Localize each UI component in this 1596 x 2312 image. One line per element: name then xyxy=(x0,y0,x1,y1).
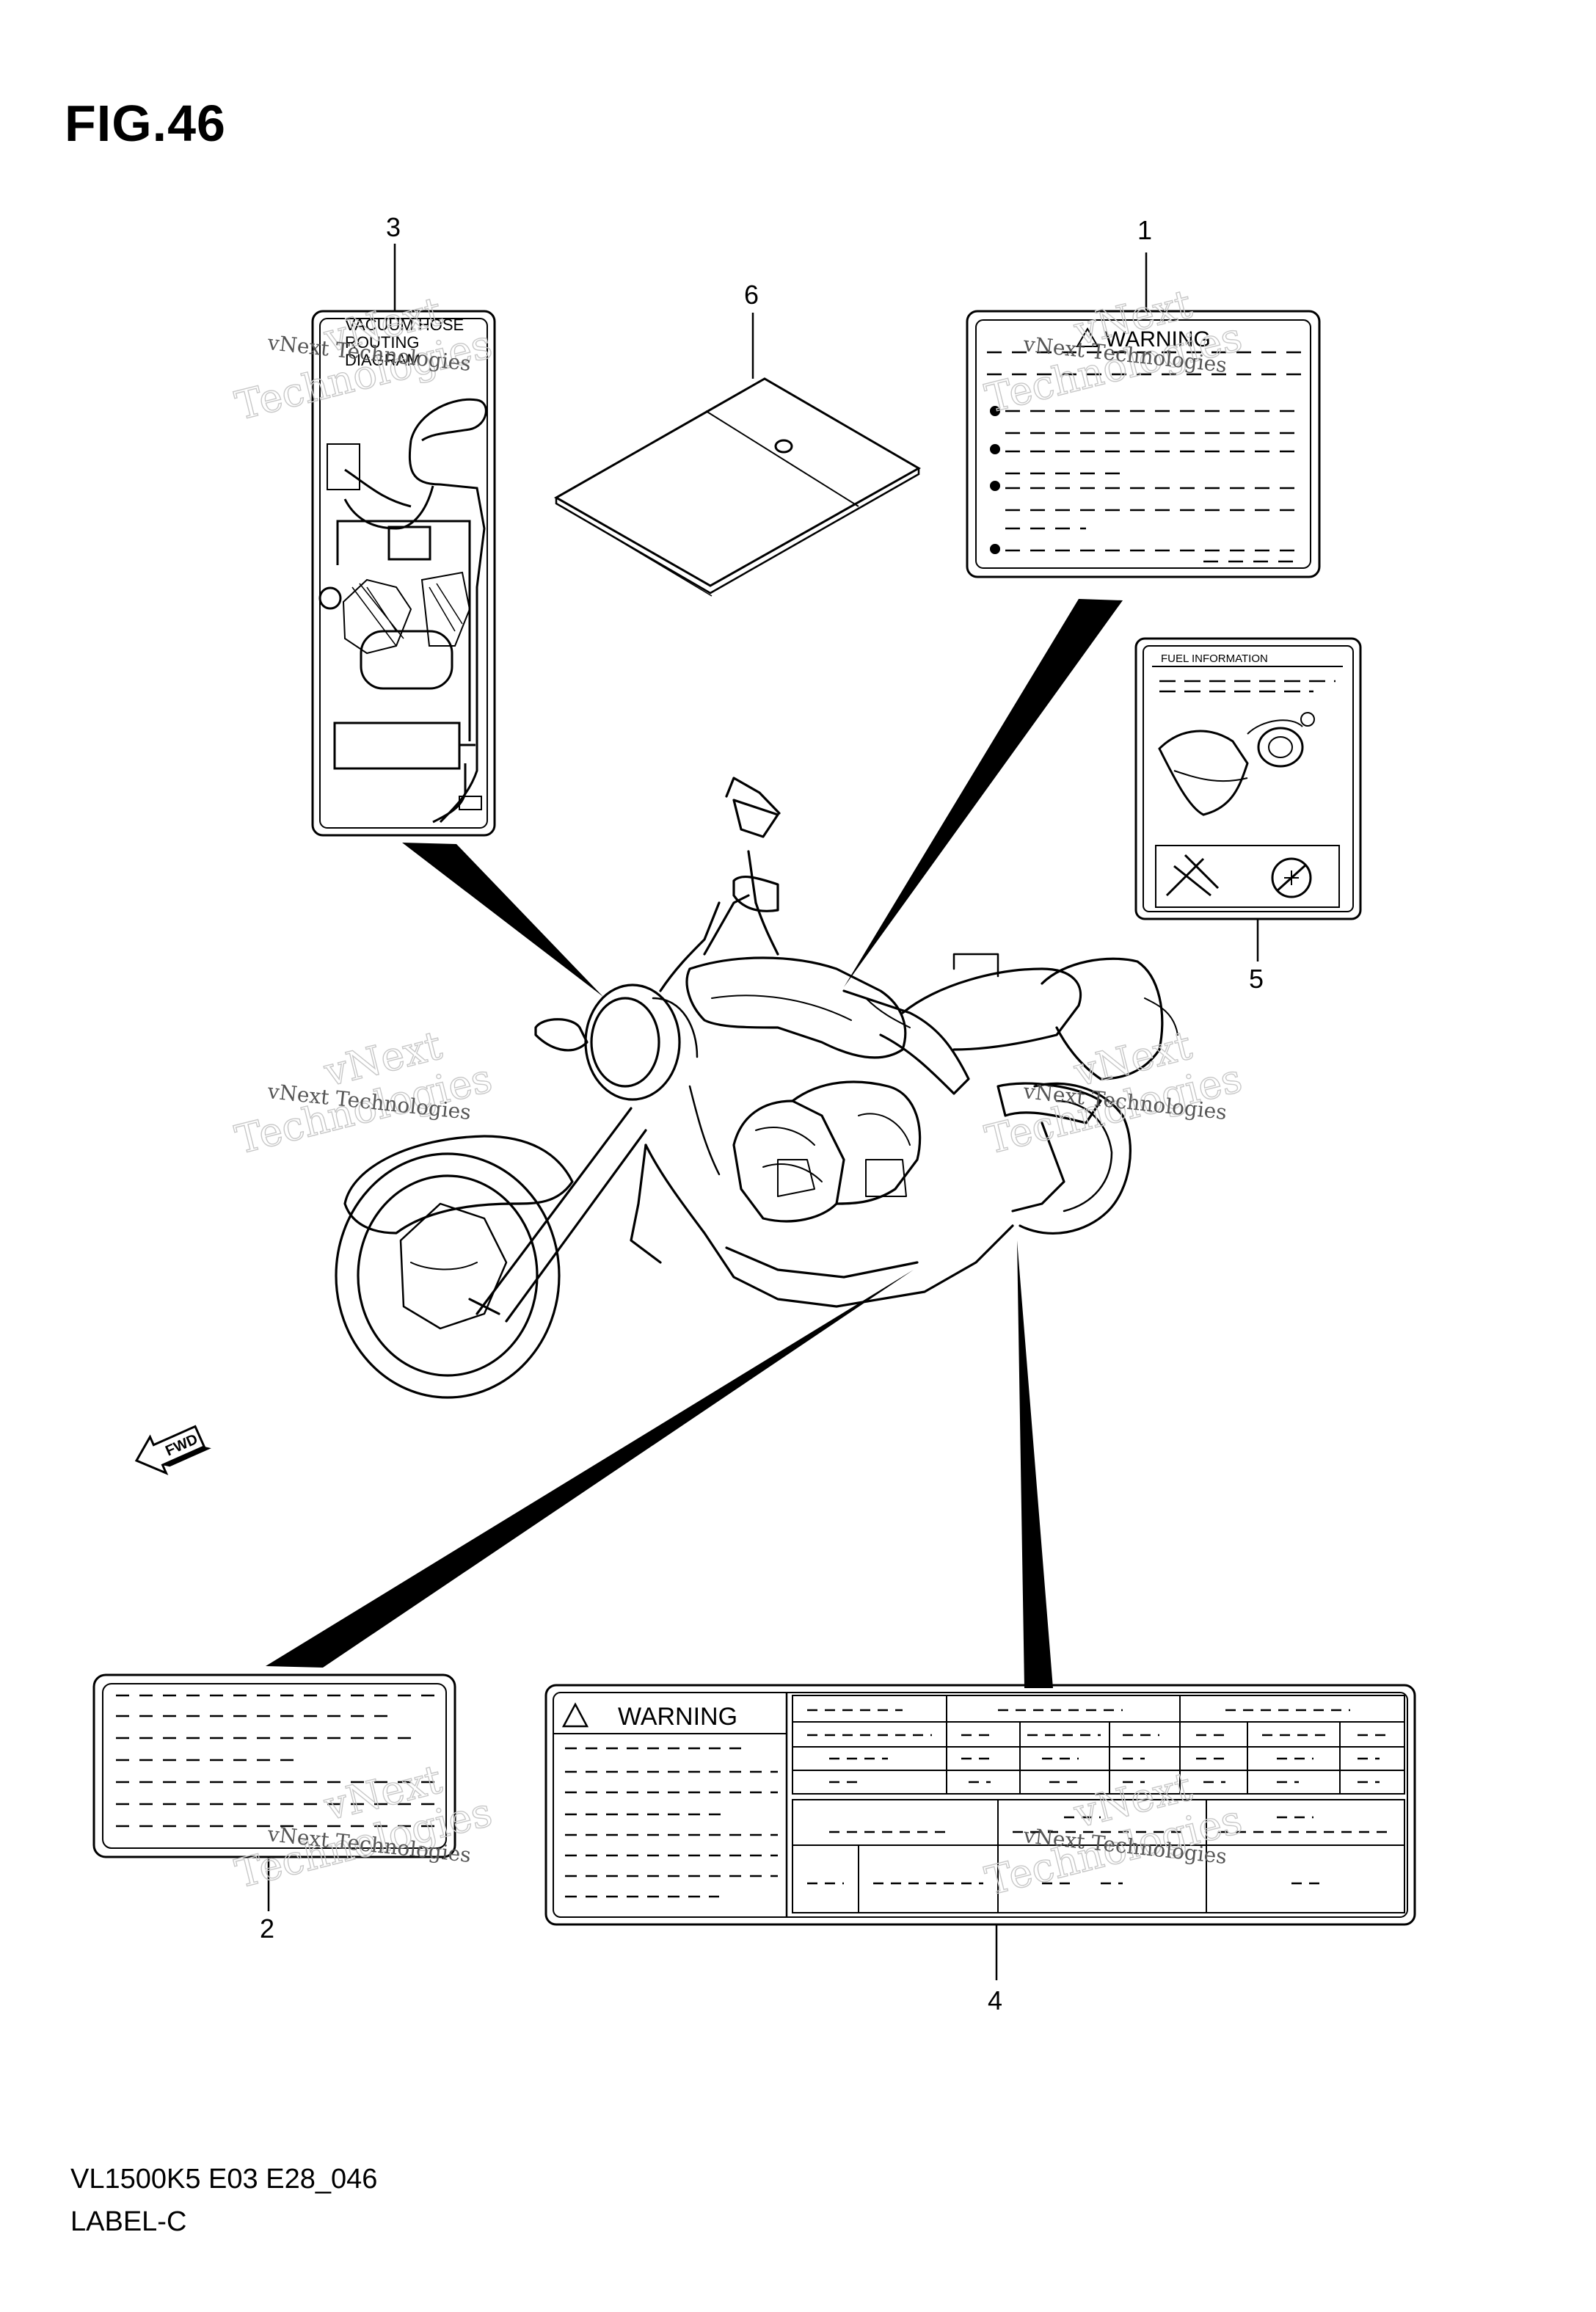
fuel-label-title: FUEL INFORMATION xyxy=(1161,652,1268,665)
motorcycle-illustration xyxy=(335,777,1178,1399)
vacuum-hose-label: VACUUM HOSE ROUTING DIAGRAM xyxy=(311,310,496,837)
vacuum-label-line2: ROUTING xyxy=(345,333,419,352)
fwd-arrow: FWD xyxy=(134,1425,211,1475)
warning-label-1-title: WARNING xyxy=(1105,327,1211,352)
watermark-group-1: vNext Technologies vNext Technologies xyxy=(230,288,497,430)
watermark-group-6: vNext Technologies vNext Technologies xyxy=(980,1763,1247,1905)
callout-3: 3 xyxy=(386,212,401,242)
watermark-group-2: vNext Technologies vNext Technologies xyxy=(980,280,1247,423)
callout-leaders xyxy=(267,244,1259,1980)
callout-4: 4 xyxy=(988,1985,1002,2015)
watermark-group-3: vNext Technologies vNext Technologies xyxy=(230,1022,497,1164)
section-name: LABEL-C xyxy=(70,2206,187,2237)
label-2 xyxy=(92,1673,456,1858)
fuel-information-label: FUEL INFORMATION xyxy=(1134,637,1362,920)
figure-title: FIG.46 xyxy=(65,95,226,152)
model-code: VL1500K5 E03 E28_046 xyxy=(70,2164,378,2195)
wedge-vacuum-label xyxy=(402,843,603,997)
wedge-label-4 xyxy=(1017,1240,1053,1688)
callout-6: 6 xyxy=(744,280,759,310)
owners-manual xyxy=(553,377,922,597)
wedge-label-2 xyxy=(266,1270,914,1668)
warning-label-1: WARNING xyxy=(966,310,1321,578)
callout-1: 1 xyxy=(1137,215,1152,245)
warning-label-4-title: WARNING xyxy=(618,1703,737,1731)
callout-numbers: 1 2 3 4 5 6 xyxy=(260,212,1264,2015)
wedge-warning-label-1 xyxy=(844,599,1123,987)
vacuum-label-line3: DIAGRAM xyxy=(345,351,420,369)
callout-2: 2 xyxy=(260,1913,274,1944)
vacuum-label-line1: VACUUM HOSE xyxy=(345,316,464,334)
warning-label-4: WARNING xyxy=(544,1684,1416,1926)
leader-wedges xyxy=(266,599,1123,1688)
callout-5: 5 xyxy=(1249,964,1264,994)
